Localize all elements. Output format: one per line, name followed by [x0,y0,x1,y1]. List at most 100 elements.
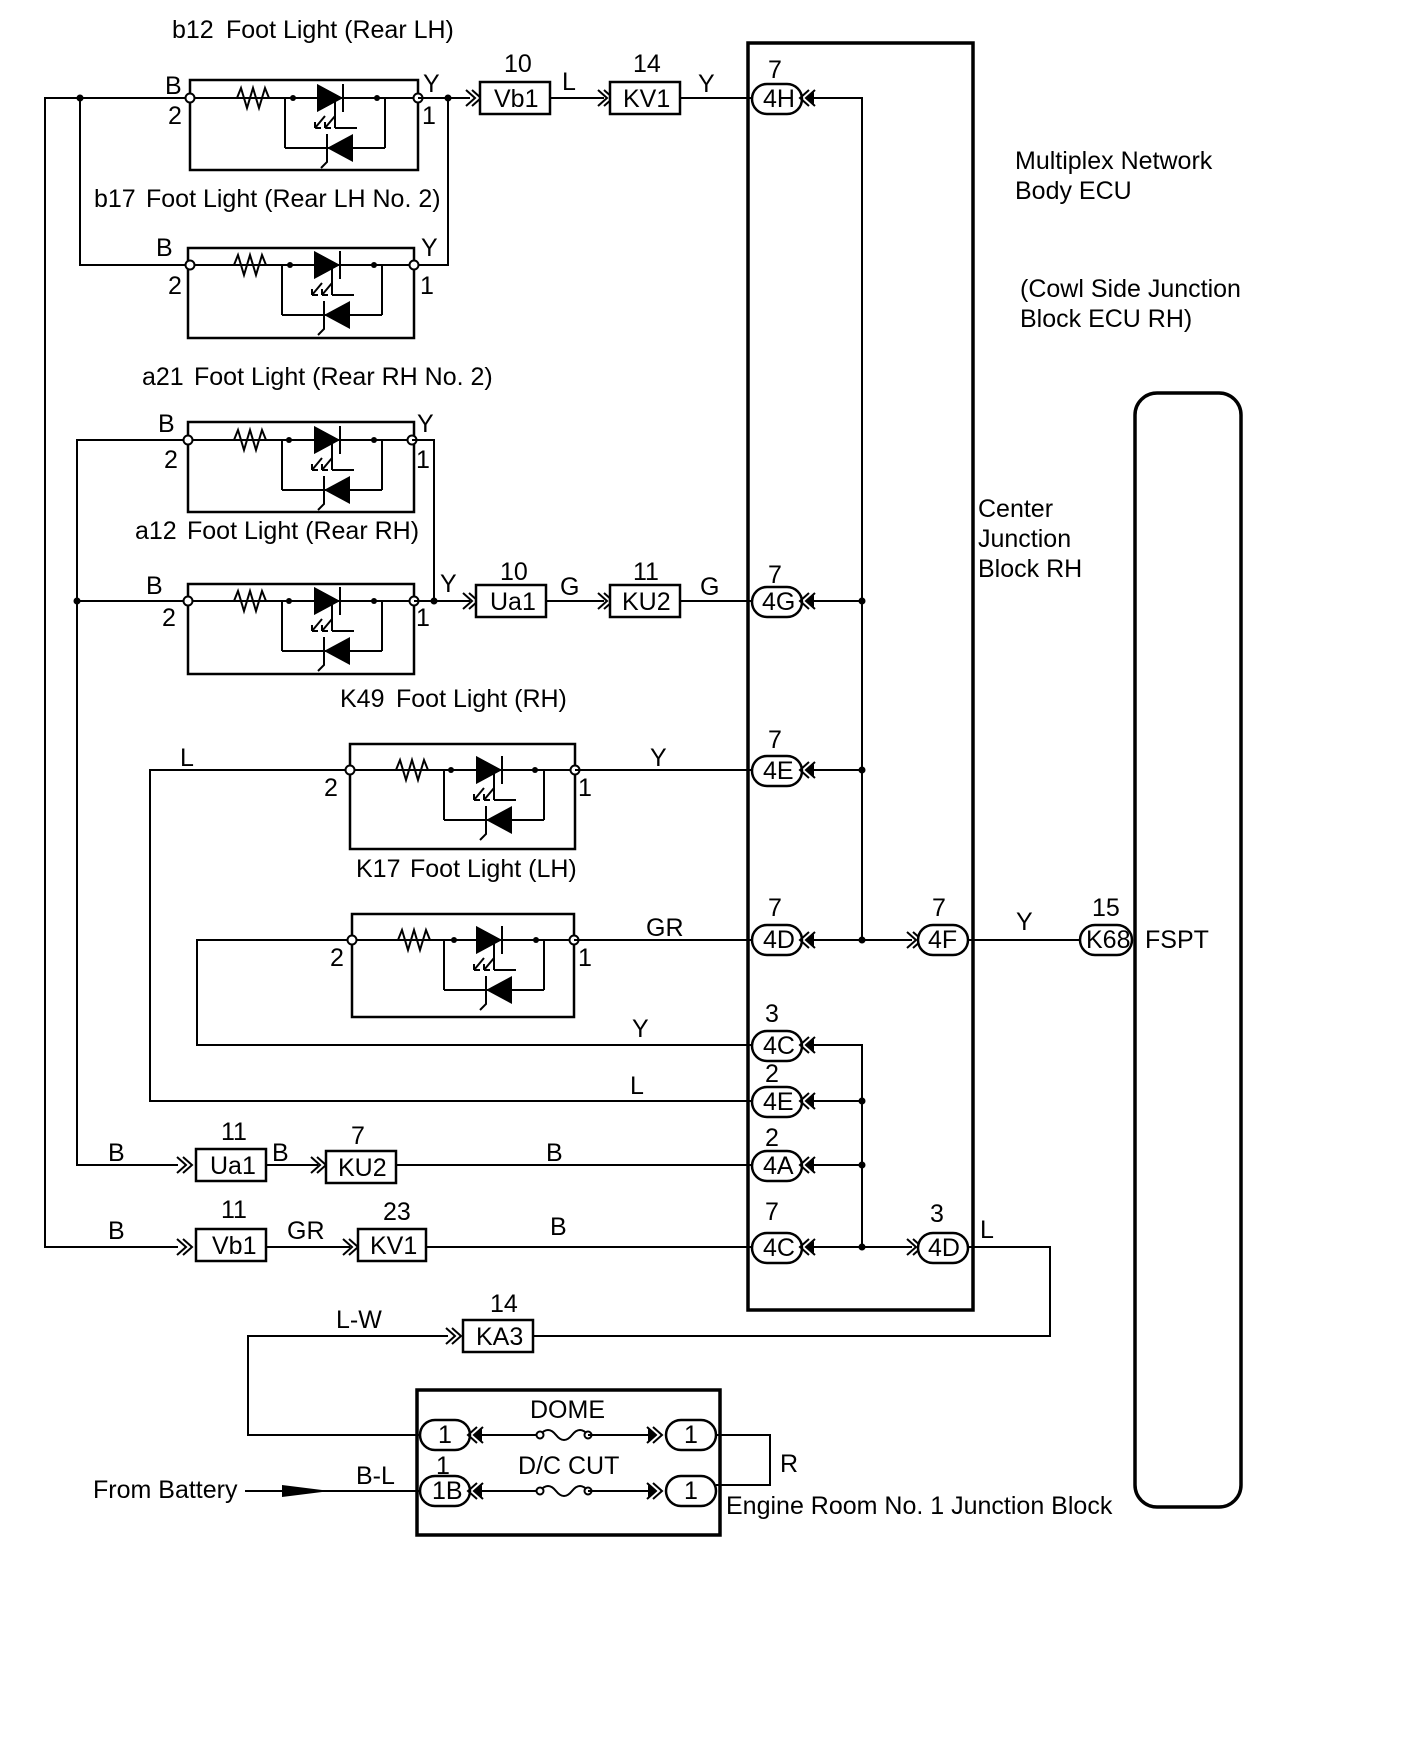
k49-wire-l: L [180,744,194,772]
k17-foot-light [350,912,576,1019]
wire-b-ua1: B [108,1139,125,1167]
ku2-bot-name: KU2 [338,1154,387,1182]
k49-l-wire [149,769,758,1102]
a21-pin-1: 1 [416,446,430,474]
b17-pin-1: 1 [420,272,434,300]
svg-text:4A: 4A [763,1152,794,1180]
b17-code: b17 [94,185,136,213]
kv1-bot-pin: 23 [383,1198,411,1226]
b12-wire-y: Y [423,70,440,98]
cjb-line2: Junction [978,525,1071,553]
a21-foot-light [186,420,416,514]
wire-g-2: G [700,573,719,601]
svg-text:4D: 4D [763,926,795,954]
b12-pin-2: 2 [168,102,182,130]
ua1-top-name: Ua1 [490,588,536,616]
junction-4e-lower: 2 4E [750,1060,816,1119]
k49-name: Foot Light (RH) [396,685,567,713]
svg-text:K68: K68 [1086,926,1130,954]
b12-name: Foot Light (Rear LH) [226,16,454,44]
fspt-frame [1133,391,1243,1509]
a21-name: Foot Light (Rear RH No. 2) [194,363,493,391]
ku2-bot-pin: 7 [351,1122,365,1150]
b17-wire-b: B [156,234,173,262]
svg-text:2: 2 [765,1060,779,1088]
fuse-dc-cut: D/C CUT [518,1452,619,1480]
wire-r: R [780,1450,798,1478]
junction-4h: 7 4H [750,56,816,116]
junction-4c-lower: 7 4C [750,1198,816,1265]
svg-text:1: 1 [684,1421,698,1449]
a21-wire-y: Y [417,410,434,438]
b12-pin-1: 1 [422,102,436,130]
engine-room-block-frame [415,1388,722,1537]
ka3-pin: 14 [490,1290,518,1318]
b17-foot-light [186,246,416,340]
ka3-name: KA3 [476,1323,523,1351]
a21-wire-b: B [158,410,175,438]
fspt-label: FSPT [1145,926,1209,954]
junction-4a: 2 4A [750,1124,816,1183]
svg-text:4F: 4F [928,926,957,954]
er-pin-1-left: 1 [418,1418,484,1452]
junction-4c-upper: 3 4C [750,1000,816,1063]
ka3-connector [461,1318,535,1354]
junction-4g: 7 4G [750,561,816,619]
k49-code: K49 [340,685,384,713]
a12-wire-b: B [146,572,163,600]
wire-b-vb1: B [108,1217,125,1245]
k17-pin-1: 1 [578,944,592,972]
er-pin-1b: 1 1B [418,1452,484,1508]
k17-name: Foot Light (LH) [410,855,577,883]
junction-4d-lower: 3 4D [916,1200,970,1265]
wire-l-4e: L [630,1072,644,1100]
ua1-bot-name: Ua1 [210,1152,256,1180]
vb1-bot-connector [194,1227,268,1263]
svg-text:7: 7 [765,1198,779,1226]
a12-foot-light [186,582,416,676]
connector-k68: 15 K68 [1078,894,1134,957]
vb1-top-connector [478,80,552,116]
a12-wire-y: Y [440,570,457,598]
b17-wire-y: Y [421,234,438,262]
a12-name: Foot Light (Rear RH) [187,517,419,545]
ua1-top-connector [474,583,548,619]
vb1-bot-name: Vb1 [212,1232,256,1260]
engine-room-title: Engine Room No. 1 Junction Block [726,1492,1113,1520]
junction-4d-upper: 7 4D [750,894,816,957]
a21-code: a21 [142,363,184,391]
svg-text:7: 7 [768,561,782,589]
wire-y-fspt: Y [1016,908,1033,936]
svg-text:3: 3 [765,1000,779,1028]
ua1-top-pin: 10 [500,558,528,586]
svg-text:1: 1 [684,1477,698,1505]
wire-y-4c: Y [632,1015,649,1043]
kv1-bot-connector [356,1227,428,1263]
svg-text:4C: 4C [763,1234,795,1262]
ku2-bot-connector [324,1149,398,1185]
vb1-bot-pin: 11 [221,1196,247,1224]
b17-ground-wire [79,98,190,266]
kv1-top-connector [608,80,682,116]
svg-text:4H: 4H [763,85,795,113]
vb1-top-name: Vb1 [494,85,538,113]
b12-wire-b: B [165,72,182,100]
a12-pin-2: 2 [162,604,176,632]
svg-text:4C: 4C [763,1032,795,1060]
kv1-top-pin: 14 [633,50,661,78]
svg-text:4G: 4G [762,588,795,616]
svg-text:15: 15 [1092,894,1120,922]
svg-text:7: 7 [768,56,782,84]
cjb-line1: Center [978,495,1053,523]
svg-text:7: 7 [932,894,946,922]
b17-pin-2: 2 [168,272,182,300]
svg-text:1B: 1B [432,1477,463,1505]
svg-text:4E: 4E [763,757,794,785]
svg-text:7: 7 [768,894,782,922]
wire-b-4a: B [546,1139,563,1167]
er-pin-1-right-top: 1 [664,1418,718,1452]
k17-wire-gr: GR [646,914,684,942]
ecu-line2: Body ECU [1015,177,1132,205]
kv1-top-name: KV1 [623,85,670,113]
svg-text:2: 2 [765,1124,779,1152]
